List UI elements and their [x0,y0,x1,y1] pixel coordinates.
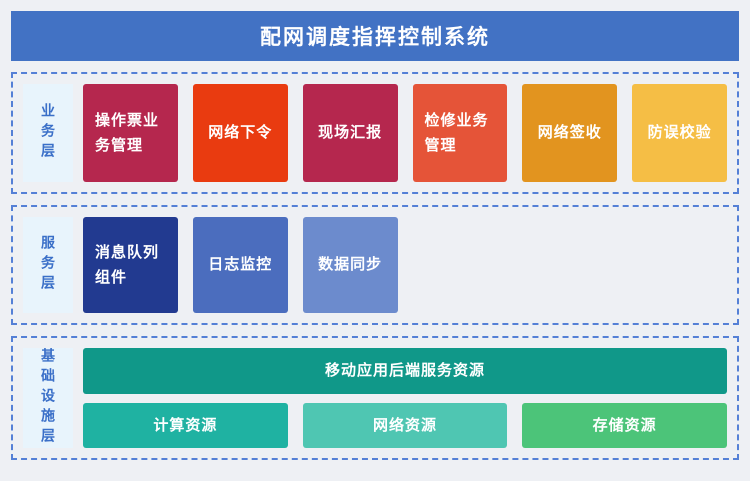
box-mobile-backend-service-resources: 移动应用后端服务资源 [83,348,727,394]
infrastructure-layer-section: 基础设施层 移动应用后端服务资源 计算资源 网络资源 存储资源 [11,336,739,460]
box-network-sign-off: 网络签收 [522,84,618,182]
business-layer-section: 业务层 操作票业务管理 网络下令 现场汇报 检修业务管理 网络签收 防误校验 [11,72,739,194]
box-network-resources: 网络资源 [302,403,508,448]
infrastructure-resource-row: 计算资源 网络资源 存储资源 [83,403,727,448]
system-title: 配网调度指挥控制系统 [260,26,490,49]
box-network-order: 网络下令 [192,84,288,182]
box-message-queue-component: 消息队列组件 [83,217,178,313]
title-bar: 配网调度指挥控制系统 [11,11,739,61]
box-field-report: 现场汇报 [302,84,398,182]
box-operation-ticket-management: 操作票业务管理 [83,84,178,182]
service-layer-boxes: 消息队列组件 日志监控 数据同步 [83,217,727,313]
box-storage-resources: 存储资源 [522,403,727,448]
business-layer-boxes: 操作票业务管理 网络下令 现场汇报 检修业务管理 网络签收 防误校验 [83,84,727,182]
infrastructure-layer-label-text: 基础设施层 [40,348,56,448]
box-data-sync: 数据同步 [302,217,398,313]
box-error-prevention-check: 防误校验 [632,84,727,182]
box-compute-resources: 计算资源 [83,403,288,448]
infrastructure-layer-label: 基础设施层 [23,348,73,448]
business-layer-label-text: 业务层 [40,103,56,163]
service-layer-label-text: 服务层 [40,235,56,295]
service-layer-section: 服务层 消息队列组件 日志监控 数据同步 [11,205,739,325]
business-layer-label: 业务层 [23,84,73,182]
box-maintenance-business-management: 检修业务管理 [412,84,508,182]
service-layer-label: 服务层 [23,217,73,313]
box-log-monitoring: 日志监控 [192,217,288,313]
infrastructure-layer-boxes: 移动应用后端服务资源 计算资源 网络资源 存储资源 [83,348,727,448]
